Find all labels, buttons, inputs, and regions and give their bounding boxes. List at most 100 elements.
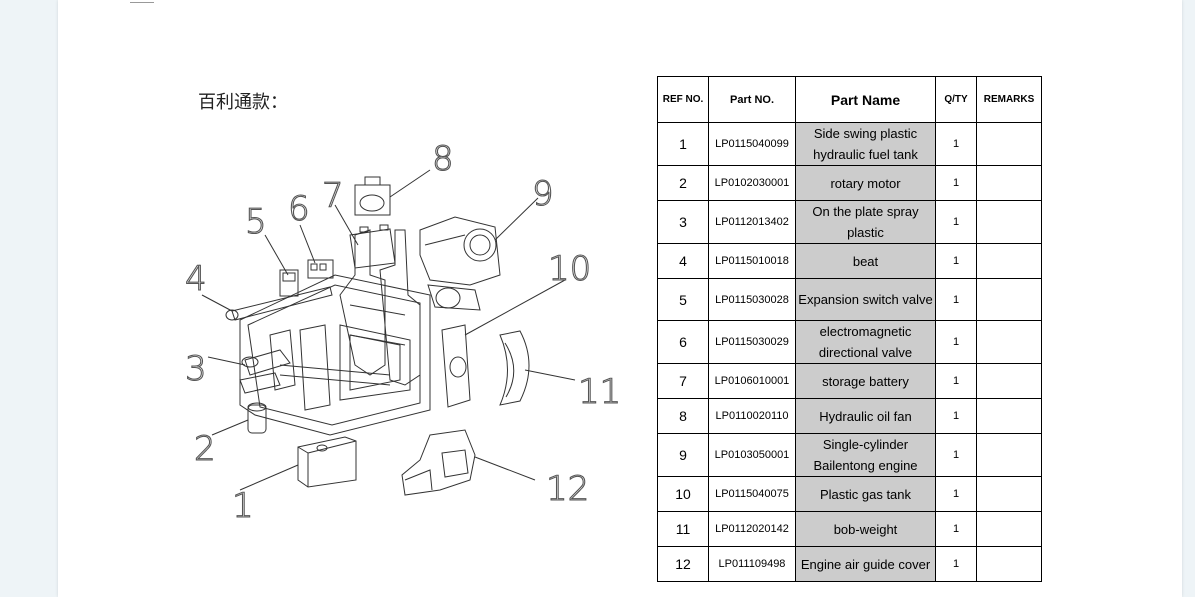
part-name-cell: Engine air guide cover xyxy=(795,546,936,582)
ref-cell: 7 xyxy=(657,363,709,399)
header-qty: Q/TY xyxy=(935,76,977,123)
part-no-cell: LP0102030001 xyxy=(708,165,796,201)
part-name-cell: bob-weight xyxy=(795,511,936,547)
qty-cell: 1 xyxy=(935,398,977,434)
table-header-row: REF NO. Part NO. Part Name Q/TY REMARKS xyxy=(657,76,1042,123)
part-name-cell: Hydraulic oil fan xyxy=(795,398,936,434)
header-remarks: REMARKS xyxy=(976,76,1042,123)
part-no-cell: LP0115010018 xyxy=(708,243,796,279)
callout-10: 10 xyxy=(548,249,591,289)
header-part-no: Part NO. xyxy=(708,76,796,123)
part-no-cell: LP0115030029 xyxy=(708,320,796,364)
part-name-cell: rotary motor xyxy=(795,165,936,201)
qty-cell: 1 xyxy=(935,320,977,364)
ref-cell: 10 xyxy=(657,476,709,512)
callout-11: 11 xyxy=(578,372,620,412)
callout-2: 2 xyxy=(194,429,216,469)
callout-12: 12 xyxy=(546,469,589,509)
part-no-cell: LP0112013402 xyxy=(708,200,796,244)
diagram-callouts: 1 2 3 4 5 6 7 8 9 10 11 12 xyxy=(184,138,620,525)
callout-6: 6 xyxy=(288,189,310,229)
callout-7: 7 xyxy=(322,176,344,216)
qty-cell: 1 xyxy=(935,476,977,512)
chassis-frame xyxy=(239,274,431,436)
callout-3: 3 xyxy=(185,349,207,389)
frame-tower xyxy=(339,229,421,386)
engine-drawing xyxy=(419,216,501,311)
remarks-cell xyxy=(976,363,1042,399)
remarks-cell xyxy=(976,200,1042,244)
header-part-name: Part Name xyxy=(795,76,936,123)
part-no-cell: LP011109498 xyxy=(708,546,796,582)
qty-cell: 1 xyxy=(935,165,977,201)
callout-4: 4 xyxy=(185,259,207,299)
part-name-cell: On the plate spray plastic xyxy=(795,200,936,244)
part-no-cell: LP0115040075 xyxy=(708,476,796,512)
ref-cell: 5 xyxy=(657,278,709,321)
qty-cell: 1 xyxy=(935,363,977,399)
qty-cell: 1 xyxy=(935,122,977,166)
part-no-cell: LP0112020142 xyxy=(708,511,796,547)
part-no-cell: LP0103050001 xyxy=(708,433,796,477)
ref-cell: 3 xyxy=(657,200,709,244)
remarks-cell xyxy=(976,546,1042,582)
part-no-cell: LP0115030028 xyxy=(708,278,796,321)
callout-5: 5 xyxy=(245,202,267,242)
callout-8: 8 xyxy=(432,139,454,179)
remarks-cell xyxy=(976,398,1042,434)
qty-cell: 1 xyxy=(935,243,977,279)
part-no-cell: LP0110020110 xyxy=(708,398,796,434)
ref-cell: 6 xyxy=(657,320,709,364)
part-name-cell: Single-cylinder Bailentong engine xyxy=(795,433,936,477)
part-name-cell: Plastic gas tank xyxy=(795,476,936,512)
qty-cell: 1 xyxy=(935,433,977,477)
part-name-cell: Expansion switch valve xyxy=(795,278,936,321)
header-ref-no: REF NO. xyxy=(657,76,709,123)
ref-cell: 2 xyxy=(657,165,709,201)
remarks-cell xyxy=(976,433,1042,477)
ref-cell: 1 xyxy=(657,122,709,166)
remarks-cell xyxy=(976,243,1042,279)
qty-cell: 1 xyxy=(935,278,977,321)
part-name-cell: beat xyxy=(795,243,936,279)
diagram-caption: 百利通款： xyxy=(198,92,288,113)
ref-cell: 9 xyxy=(657,433,709,477)
ref-cell: 8 xyxy=(657,398,709,434)
qty-cell: 1 xyxy=(935,546,977,582)
qty-cell: 1 xyxy=(935,200,977,244)
parts-table: REF NO. Part NO. Part Name Q/TY REMARKS … xyxy=(657,76,1042,582)
callout-9: 9 xyxy=(532,174,554,214)
part-no-cell: LP0115040099 xyxy=(708,122,796,166)
remarks-cell xyxy=(976,511,1042,547)
ref-cell: 4 xyxy=(657,243,709,279)
qty-cell: 1 xyxy=(935,511,977,547)
ref-cell: 11 xyxy=(657,511,709,547)
leader-lines xyxy=(201,169,576,491)
page-corner-mark xyxy=(130,0,154,3)
remarks-cell xyxy=(976,278,1042,321)
remarks-cell xyxy=(976,476,1042,512)
part-no-cell: LP0106010001 xyxy=(708,363,796,399)
callout-1: 1 xyxy=(232,486,254,525)
part-name-cell: Side swing plastic hydraulic fuel tank xyxy=(795,122,936,166)
remarks-cell xyxy=(976,165,1042,201)
part-name-cell: storage battery xyxy=(795,363,936,399)
part-name-cell: electromagnetic directional valve xyxy=(795,320,936,364)
remarks-cell xyxy=(976,320,1042,364)
remarks-cell xyxy=(976,122,1042,166)
exploded-view-diagram: 1 2 3 4 5 6 7 8 9 10 11 12 xyxy=(180,135,620,525)
ref-cell: 12 xyxy=(657,546,709,582)
